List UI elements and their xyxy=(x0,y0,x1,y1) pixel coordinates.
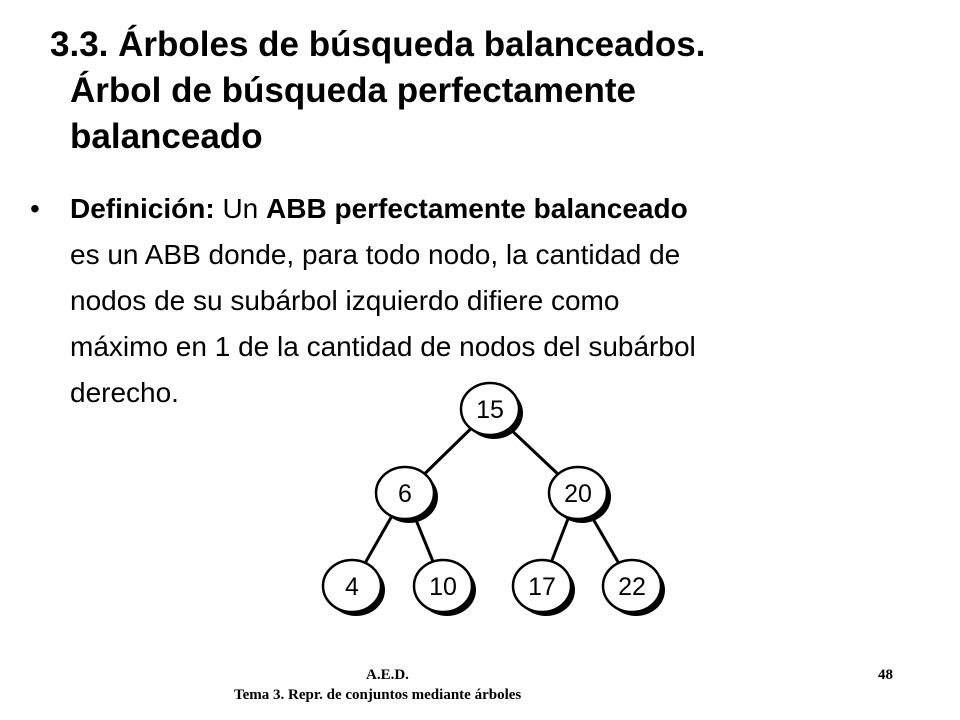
node-label-6: 6 xyxy=(398,480,412,508)
title-line-1: 3.3. Árboles de búsqueda balanceados. xyxy=(50,25,706,64)
slide-title: 3.3. Árboles de búsqueda balanceados. Ár… xyxy=(50,22,930,160)
footer-course: A.E.D. xyxy=(366,667,409,683)
node-label-20: 20 xyxy=(564,480,592,508)
node-label-17: 17 xyxy=(528,573,556,601)
tree-node-17: 17 xyxy=(511,558,575,616)
definition-line-1: Definición: Un ABB perfectamente balance… xyxy=(30,186,930,232)
tree-node-6: 6 xyxy=(374,465,438,523)
definition-label: Definición: xyxy=(70,193,215,224)
node-label-4: 4 xyxy=(345,573,359,601)
definition-line-5: derecho. xyxy=(70,377,179,408)
definition-bullet: • Definición: Un ABB perfectamente balan… xyxy=(30,186,930,416)
definition-line-3: nodos de su subárbol izquierdo difiere c… xyxy=(70,285,620,316)
node-label-10: 10 xyxy=(429,573,457,601)
tree-node-10: 10 xyxy=(412,558,476,616)
node-label-15: 15 xyxy=(476,396,504,424)
title-line-3: balanceado xyxy=(70,117,263,156)
title-line-2: Árbol de búsqueda perfectamente xyxy=(70,71,636,110)
node-label-22: 22 xyxy=(618,573,646,601)
tree-node-22: 22 xyxy=(601,558,665,616)
definition-text-1: Un xyxy=(214,193,267,224)
definition-line-4: máximo en 1 de la cantidad de nodos del … xyxy=(70,331,696,362)
definition-term: ABB perfectamente balanceado xyxy=(266,193,688,224)
bullet-marker: • xyxy=(30,193,40,224)
footer-page-number: 48 xyxy=(878,667,893,683)
definition-line-2: es un ABB donde, para todo nodo, la cant… xyxy=(70,239,681,270)
tree-node-20: 20 xyxy=(547,465,611,523)
tree-node-4: 4 xyxy=(321,558,385,616)
tree-node-15: 15 xyxy=(459,381,523,439)
footer-subtitle: Tema 3. Repr. de conjuntos mediante árbo… xyxy=(234,687,522,703)
